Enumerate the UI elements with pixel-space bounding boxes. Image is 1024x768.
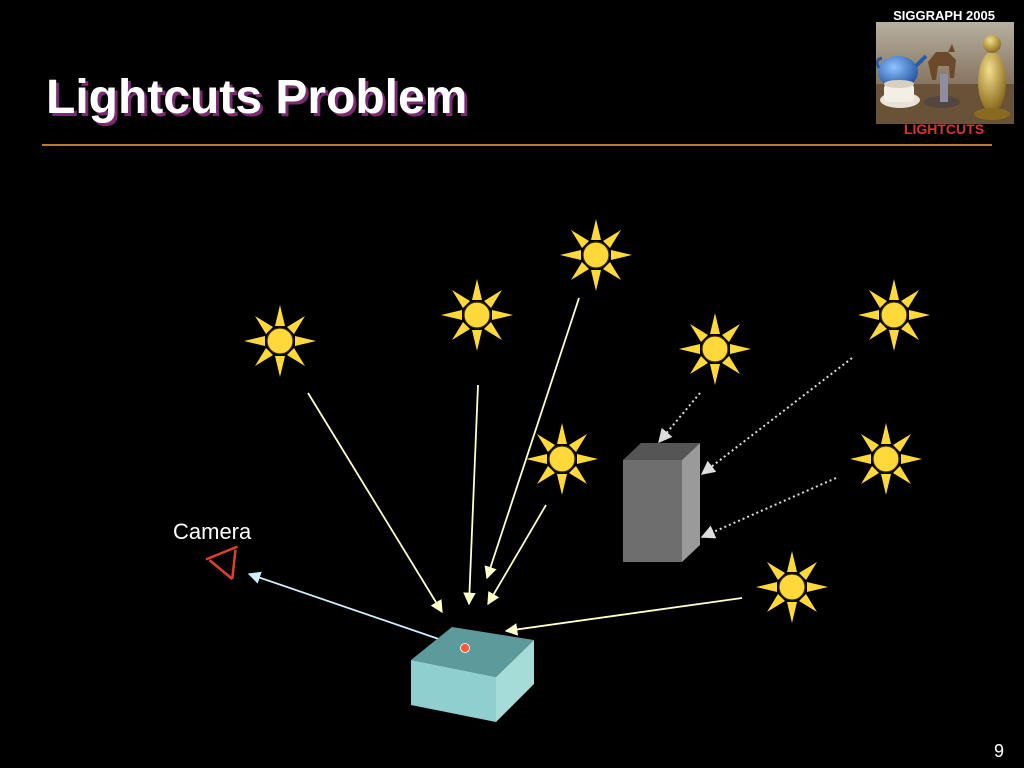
camera-label: Camera	[173, 519, 252, 544]
light-ray-3	[484, 297, 580, 580]
shadow-ray-2	[700, 357, 853, 475]
light-source-icon	[525, 422, 599, 496]
light-ray-1	[307, 392, 443, 614]
shadow-rays	[658, 357, 853, 539]
light-source-icon	[440, 278, 514, 352]
light-sources	[243, 218, 931, 624]
light-source-icon	[243, 304, 317, 378]
slide-title: Lightcuts Problem	[46, 71, 468, 124]
lightcuts-logo-label: LIGHTCUTS	[903, 121, 985, 137]
lightcuts-logo-image	[876, 22, 1014, 124]
camera-ray	[247, 571, 466, 649]
light-source-icon	[857, 278, 931, 352]
light-source-icon	[849, 422, 923, 496]
camera-icon	[205, 545, 238, 580]
occluder-box	[623, 443, 700, 562]
conference-label: SIGGRAPH 2005	[893, 8, 995, 23]
page-number: 9	[993, 741, 1004, 761]
light-ray-2	[463, 384, 479, 606]
light-ray-4	[487, 504, 547, 606]
shadow-ray-3	[700, 477, 837, 539]
light-ray-5	[504, 597, 743, 636]
light-source-icon	[755, 550, 829, 624]
light-rays	[307, 297, 743, 636]
shadow-ray-1	[658, 392, 701, 444]
light-source-icon	[678, 312, 752, 386]
title-divider	[42, 144, 992, 146]
receiver-box	[411, 627, 534, 722]
light-source-icon	[559, 218, 633, 292]
shading-point	[460, 643, 470, 653]
